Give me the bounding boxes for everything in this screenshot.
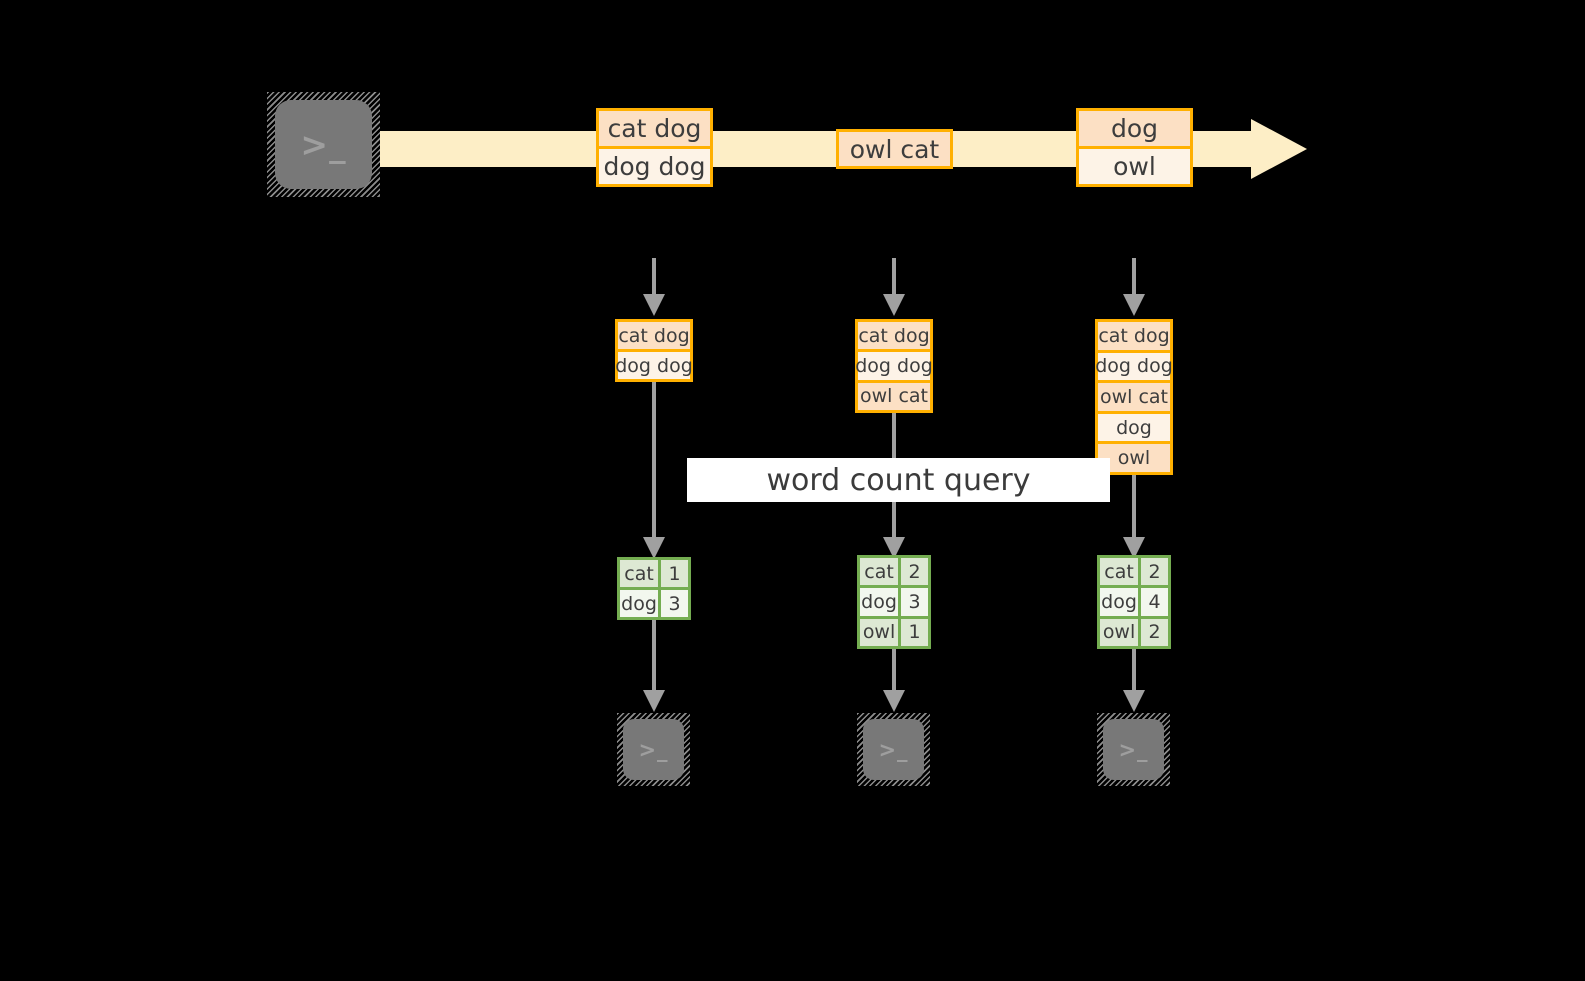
result-3-row-2: dog 4 <box>1100 585 1168 616</box>
result-2-row-2-count: 3 <box>898 588 928 616</box>
result-3-row-3: owl 2 <box>1100 615 1168 646</box>
dashed-connector-3 <box>1132 258 1136 296</box>
stream-group-3-cell-1: dog <box>1079 111 1190 146</box>
sink-3-terminal-icon[interactable]: >_ <box>1097 713 1170 786</box>
state-2[interactable]: cat dog dog dog owl cat <box>855 319 933 413</box>
terminal-prompt: >_ <box>300 125 347 164</box>
query-connector-3 <box>1132 475 1136 540</box>
query-connector-2-arrowhead <box>883 537 905 559</box>
terminal-screen: >_ <box>1103 719 1164 780</box>
state-3-row-2: dog dog <box>1095 349 1173 381</box>
stream-group-2-cell-1: owl cat <box>839 132 950 166</box>
state-1-row-1: cat dog <box>618 322 690 349</box>
sink-connector-1 <box>652 620 656 692</box>
query-label: word count query <box>687 458 1110 502</box>
source-terminal-icon[interactable]: >_ <box>267 92 380 197</box>
result-3-row-3-word: owl <box>1100 618 1139 646</box>
query-connector-3-arrowhead <box>1123 537 1145 559</box>
result-1-row-2-word: dog <box>620 590 659 617</box>
dashed-connector-1-arrowhead <box>643 294 665 316</box>
terminal-prompt: >_ <box>638 737 669 762</box>
state-3-row-4: dog <box>1098 410 1170 442</box>
result-1-row-1: cat 1 <box>620 560 688 587</box>
sink-connector-3 <box>1132 649 1136 692</box>
result-2-row-1-count: 2 <box>898 558 928 586</box>
result-3-row-3-count: 2 <box>1138 618 1168 646</box>
event-stream-arrowhead <box>1251 119 1307 179</box>
result-1[interactable]: cat 1 dog 3 <box>617 557 691 620</box>
query-connector-1-arrowhead <box>643 537 665 559</box>
result-3-row-1-word: cat <box>1100 558 1139 586</box>
terminal-prompt: >_ <box>878 737 909 762</box>
stream-group-2[interactable]: owl cat <box>836 129 953 169</box>
stream-group-1-cell-2: dog dog <box>599 146 710 184</box>
result-3-row-2-word: dog <box>1100 588 1139 616</box>
result-1-row-1-count: 1 <box>658 560 688 587</box>
result-1-row-1-word: cat <box>620 560 659 587</box>
sink-connector-2 <box>892 649 896 692</box>
stream-group-1[interactable]: cat dog dog dog <box>596 108 713 187</box>
result-1-row-2-count: 3 <box>658 590 688 617</box>
dashed-connector-2 <box>892 258 896 296</box>
sink-connector-2-arrowhead <box>883 690 905 712</box>
query-connector-1 <box>652 382 656 540</box>
stream-group-3-cell-2: owl <box>1079 146 1190 184</box>
state-2-row-3: owl cat <box>858 379 930 410</box>
result-3-row-1-count: 2 <box>1138 558 1168 586</box>
state-1[interactable]: cat dog dog dog <box>615 319 693 382</box>
state-3[interactable]: cat dog dog dog owl cat dog owl <box>1095 319 1173 475</box>
stream-group-1-cell-1: cat dog <box>599 111 710 146</box>
state-3-row-5: owl <box>1098 441 1170 472</box>
result-1-row-2: dog 3 <box>620 587 688 617</box>
dashed-connector-1 <box>652 258 656 296</box>
result-2[interactable]: cat 2 dog 3 owl 1 <box>857 555 931 649</box>
sink-connector-3-arrowhead <box>1123 690 1145 712</box>
stream-group-3[interactable]: dog owl <box>1076 108 1193 187</box>
state-1-row-2: dog dog <box>615 349 693 379</box>
sink-connector-1-arrowhead <box>643 690 665 712</box>
result-2-row-3: owl 1 <box>860 615 928 646</box>
result-2-row-3-count: 1 <box>898 618 928 646</box>
state-2-row-2: dog dog <box>855 349 933 380</box>
result-2-row-1-word: cat <box>860 558 899 586</box>
sink-1-terminal-icon[interactable]: >_ <box>617 713 690 786</box>
terminal-screen: >_ <box>275 100 372 189</box>
state-3-row-3: owl cat <box>1098 380 1170 411</box>
terminal-screen: >_ <box>863 719 924 780</box>
result-3[interactable]: cat 2 dog 4 owl 2 <box>1097 555 1171 649</box>
dashed-connector-2-arrowhead <box>883 294 905 316</box>
terminal-prompt: >_ <box>1118 737 1149 762</box>
result-3-row-2-count: 4 <box>1138 588 1168 616</box>
terminal-screen: >_ <box>623 719 684 780</box>
sink-2-terminal-icon[interactable]: >_ <box>857 713 930 786</box>
dashed-connector-3-arrowhead <box>1123 294 1145 316</box>
result-2-row-1: cat 2 <box>860 558 928 586</box>
result-3-row-1: cat 2 <box>1100 558 1168 586</box>
result-2-row-2: dog 3 <box>860 585 928 616</box>
result-2-row-2-word: dog <box>860 588 899 616</box>
state-3-row-1: cat dog <box>1098 322 1170 350</box>
result-2-row-3-word: owl <box>860 618 899 646</box>
state-2-row-1: cat dog <box>858 322 930 350</box>
